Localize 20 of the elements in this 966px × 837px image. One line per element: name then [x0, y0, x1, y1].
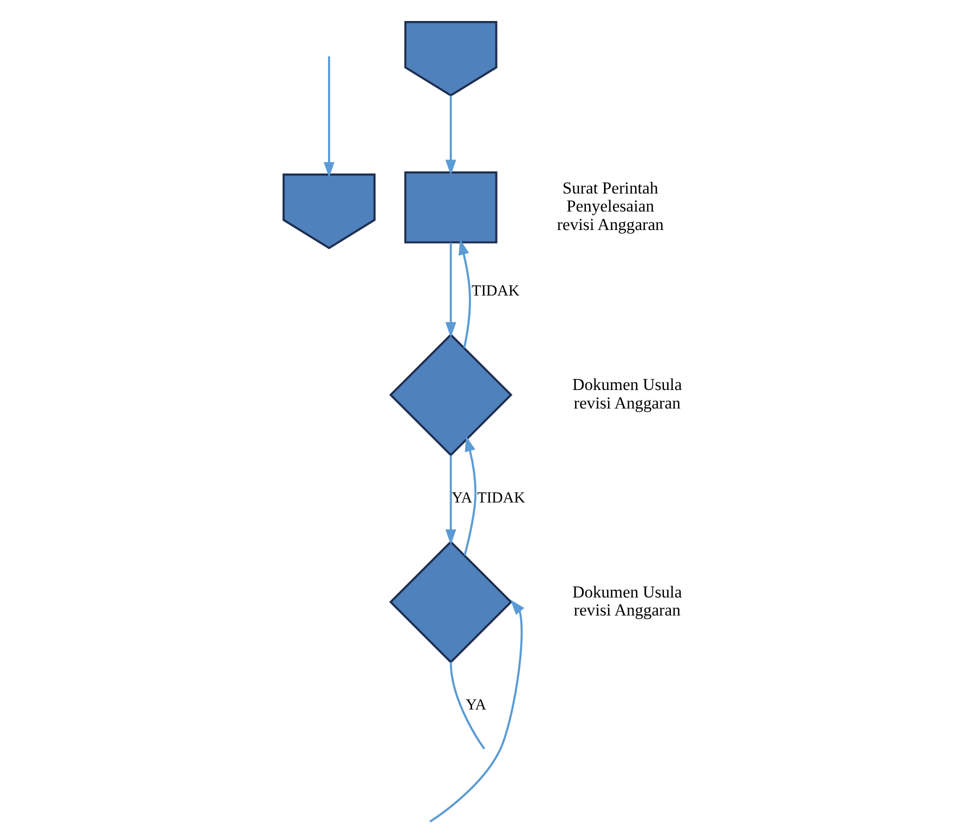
node-diamond: [389, 540, 512, 664]
arrow: [324, 56, 334, 178]
arrow: [445, 96, 456, 176]
arrow: [458, 239, 471, 348]
node-label: Dokumen Usula revisi Anggaran: [572, 375, 682, 412]
node-box: [404, 171, 498, 244]
edge-label: YA: [466, 696, 486, 714]
edge-label: TIDAK: [472, 282, 520, 300]
arrow: [445, 455, 456, 545]
node-label: Dokumen Usula revisi Anggaran: [572, 582, 682, 620]
arrow: [445, 242, 456, 338]
arrow: [464, 436, 476, 556]
node-pentagon: [282, 174, 376, 250]
edge-label: YA: [452, 489, 472, 506]
node-diamond: [389, 333, 512, 457]
node-pentagon: [404, 21, 498, 97]
connector: [450, 662, 486, 750]
arrow: [429, 600, 524, 822]
node-label: Surat Perintah Penyelesaian revisi Anggaran: [556, 178, 664, 234]
edge-label: TIDAK: [477, 489, 526, 506]
